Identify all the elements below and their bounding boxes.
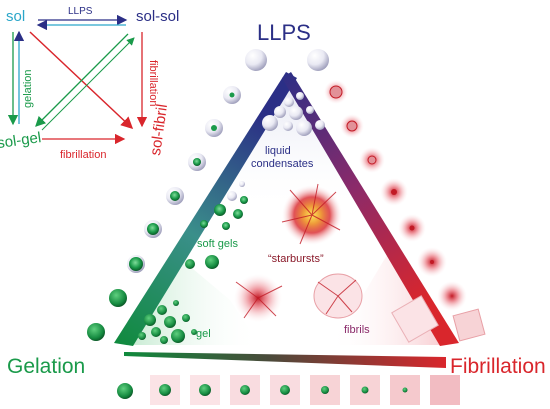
- triangle-green-tint: [128, 258, 260, 345]
- corner-sol: sol: [6, 8, 25, 25]
- diagonal-sol-to-fibril: [29, 31, 134, 130]
- vertex-gelation-label: Gelation: [7, 355, 85, 378]
- diagonal-gel-to-sol-sol: [41, 37, 135, 131]
- vertex-llps-label: LLPS: [257, 20, 311, 45]
- region-starbursts-label: “starbursts”: [268, 253, 324, 265]
- corner-sol-fibril: sol-fibril: [147, 103, 171, 157]
- fibrillation-progression: [324, 80, 486, 342]
- region-gel-label: gel: [196, 328, 211, 340]
- region-soft-gels-label: soft gels: [197, 238, 238, 250]
- diagonal-sol-sol-to-gel: [35, 33, 129, 127]
- gelation-progression: [87, 86, 241, 341]
- triangle-bottom-bar: [124, 352, 446, 368]
- starbursts: [234, 183, 439, 343]
- bottom-thumbnail-row: [117, 375, 460, 405]
- region-liquid-label: liquid: [265, 145, 291, 157]
- state-scheme: sol sol-sol sol-gel sol-fibril LLPS gela…: [0, 6, 179, 161]
- gelation-arrow-label: gelation: [22, 69, 34, 108]
- corner-sol-gel: sol-gel: [0, 129, 42, 152]
- region-fibrils-label: fibrils: [344, 324, 370, 336]
- llps-arrow-label: LLPS: [68, 6, 93, 17]
- triangle-left-edge: [114, 72, 297, 346]
- fibrillation-bottom-label: fibrillation: [60, 149, 106, 161]
- fibrillation-right-label: fibrillation: [147, 60, 159, 106]
- gel-cluster: [138, 300, 197, 344]
- region-condensates-label: condensates: [251, 158, 314, 170]
- triangle-right-edge: [282, 72, 459, 346]
- corner-sol-sol: sol-sol: [136, 8, 179, 25]
- phase-triangle: [114, 72, 459, 368]
- soft-gels-cluster: [185, 181, 248, 269]
- vertex-fibrillation-label: Fibrillation: [450, 355, 546, 378]
- llps-droplets: [245, 49, 329, 136]
